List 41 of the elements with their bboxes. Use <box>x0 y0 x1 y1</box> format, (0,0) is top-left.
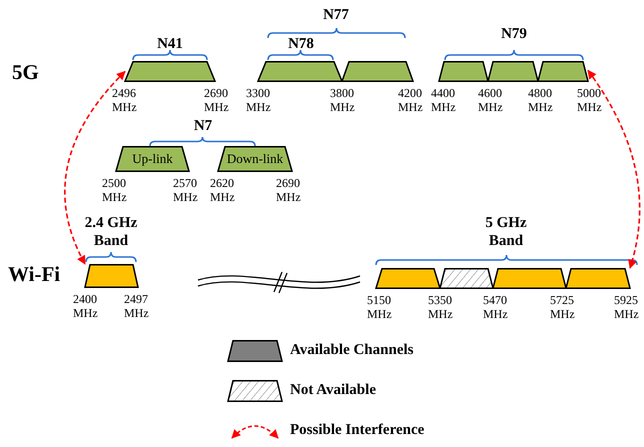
frequency-label: 2570 MHz <box>173 176 199 204</box>
frequency-label: 5350 MHz <box>428 293 454 321</box>
band-label: N7 <box>192 117 214 135</box>
frequency-label: 3800 MHz <box>330 86 356 114</box>
section-title: Wi-Fi <box>8 262 60 287</box>
frequency-label: 4200 MHz <box>398 86 424 114</box>
band-label: 5 GHz Band <box>484 214 528 250</box>
frequency-label: 2497 MHz <box>124 292 150 320</box>
frequency-label: 5470 MHz <box>483 293 509 321</box>
legend-label: Possible Interference <box>290 422 424 439</box>
section-title: 5G <box>12 60 39 85</box>
frequency-label: 2620 MHz <box>210 176 236 204</box>
channel-label: Up-link <box>131 150 174 168</box>
frequency-label: 3300 MHz <box>246 86 272 114</box>
frequency-label: 4600 MHz <box>478 86 504 114</box>
frequency-label: 2500 MHz <box>102 176 128 204</box>
frequency-label: 5925 MHz <box>614 293 640 321</box>
channel-label: Down-link <box>226 150 284 168</box>
frequency-label: 4400 MHz <box>431 86 457 114</box>
band-label: 2.4 GHz Band <box>84 214 138 250</box>
frequency-label: 4800 MHz <box>528 86 554 114</box>
frequency-label: 2496 MHz <box>112 86 138 114</box>
interference-arrow <box>64 70 126 265</box>
interference-arrow <box>587 70 640 269</box>
channel-trapezoid <box>116 146 189 172</box>
channel-trapezoid <box>125 61 215 82</box>
frequency-label: 2690 MHz <box>276 176 302 204</box>
band-label: N77 <box>322 6 350 24</box>
frequency-label: 2690 MHz <box>204 86 230 114</box>
channel-trapezoid <box>85 264 138 288</box>
frequency-label: 5725 MHz <box>550 293 576 321</box>
frequency-label: 5150 MHz <box>367 293 393 321</box>
legend-label: Available Channels <box>290 342 414 359</box>
legend-label: Not Available <box>290 382 376 399</box>
frequency-label: 2400 MHz <box>73 292 99 320</box>
band-label: N78 <box>287 35 315 53</box>
hatched-trapezoid <box>440 268 493 289</box>
band-label: N41 <box>156 35 184 53</box>
channel-trapezoid <box>218 146 292 172</box>
band-label: N79 <box>500 25 528 43</box>
frequency-label: 5000 MHz <box>577 86 603 114</box>
